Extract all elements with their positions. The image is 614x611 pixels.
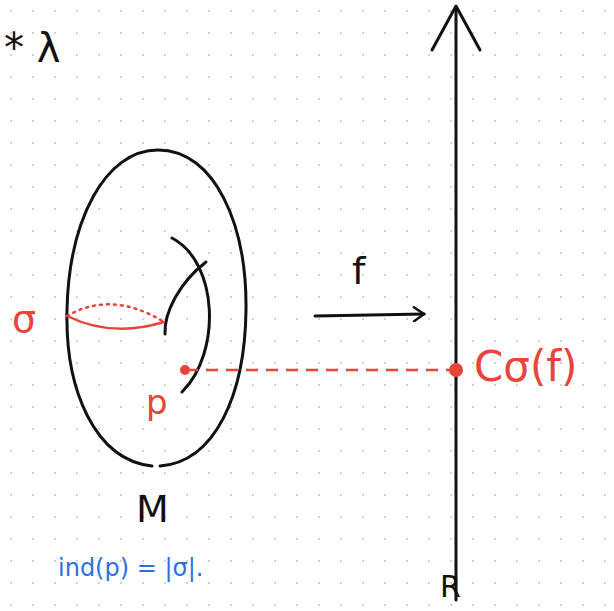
cycle-label: σ [12,300,36,338]
line-label: R [440,572,461,602]
cycle-front [67,316,164,329]
projection-line [186,369,450,372]
section-mark: * λ [4,28,60,68]
map-arrow [315,314,424,316]
cycle-back [67,304,164,322]
map-label: f [352,252,365,290]
axis-line [455,8,458,600]
torus-outline [67,150,246,466]
manifold-label: M [136,490,169,528]
critical-point [180,365,190,375]
axis-arrowhead [432,6,480,50]
torus-hole [165,262,206,334]
point-label: p [146,385,168,419]
index-note: ind(p) = |σ|. [58,556,203,580]
critical-value [449,363,463,377]
value-label: Cσ(f) [474,346,578,388]
